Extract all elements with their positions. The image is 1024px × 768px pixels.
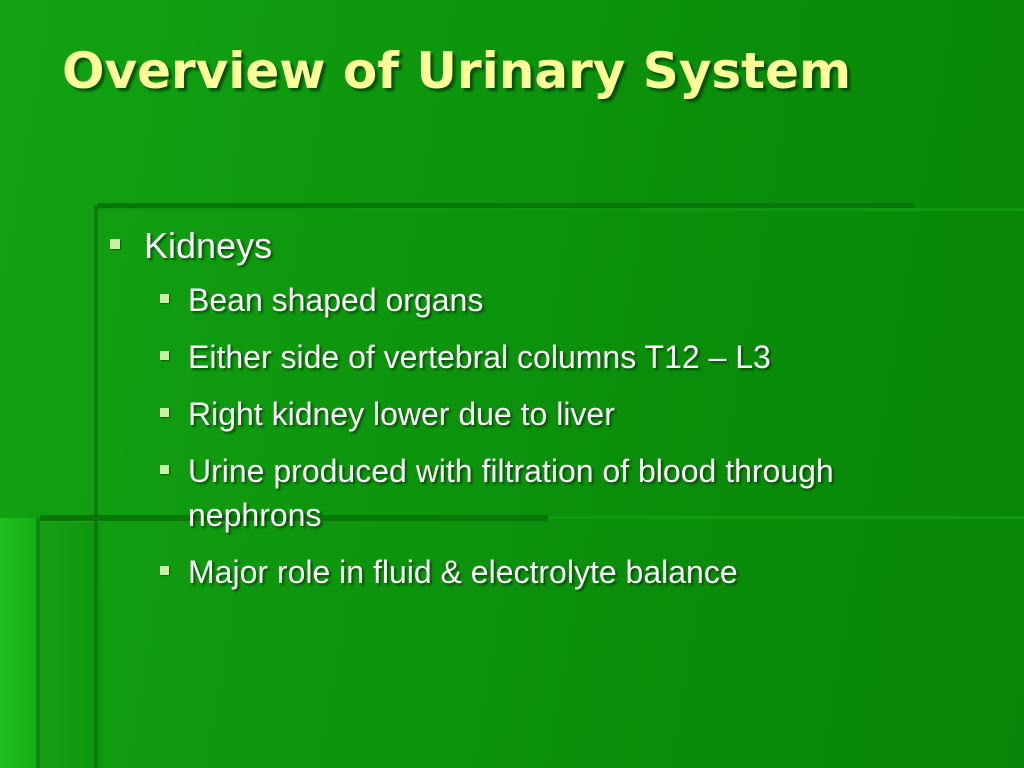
decorative-panel-middle [36,518,102,768]
slide-title: Overview of Urinary System [62,42,852,100]
decorative-middle-rule [40,515,548,521]
slide-content: Kidneys Bean shaped organs Either side o… [108,222,988,607]
sub-bullet-item: Major role in fluid & electrolyte balanc… [108,550,988,594]
sub-bullet-list: Bean shaped organs Either side of verteb… [108,278,988,594]
square-bullet-icon [110,239,120,249]
decorative-middle-rule-highlight [548,516,1024,519]
bullet-item-kidneys: Kidneys Bean shaped organs Either side o… [108,222,988,594]
sub-bullet-text: Urine produced with filtration of blood … [188,453,834,533]
sub-bullet-item: Bean shaped organs [108,278,988,322]
sub-bullet-text: Bean shaped organs [188,282,484,318]
bullet-list: Kidneys Bean shaped organs Either side o… [108,222,988,594]
bullet-text: Kidneys [144,225,273,266]
decorative-panel-left [0,518,40,768]
square-bullet-icon [160,465,169,474]
decorative-top-rule-highlight [98,208,1024,211]
sub-bullet-item: Right kidney lower due to liver [108,392,988,436]
sub-bullet-item: Urine produced with filtration of blood … [108,449,988,537]
decorative-vertical-rule [94,205,98,768]
sub-bullet-text: Right kidney lower due to liver [188,396,615,432]
square-bullet-icon [160,408,169,417]
square-bullet-icon [160,294,169,303]
decorative-top-rule [98,203,914,208]
square-bullet-icon [160,566,169,575]
sub-bullet-text: Either side of vertebral columns T12 – L… [188,339,771,375]
square-bullet-icon [160,351,169,360]
sub-bullet-item: Either side of vertebral columns T12 – L… [108,335,988,379]
sub-bullet-text: Major role in fluid & electrolyte balanc… [188,554,738,590]
